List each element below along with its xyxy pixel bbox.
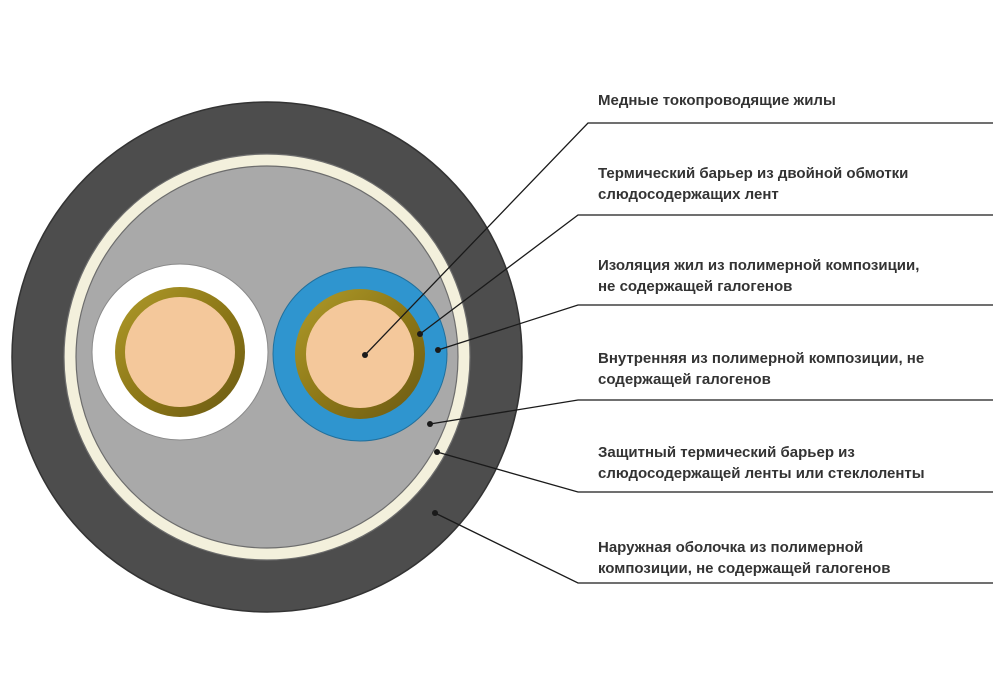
label-protective-barrier: Защитный термический барьер из слюдосоде… bbox=[598, 444, 925, 482]
dot-copper-cores bbox=[362, 352, 368, 358]
leader-protective-barrier bbox=[436, 451, 993, 493]
leader-core-insulation bbox=[437, 304, 993, 351]
leader-copper-cores bbox=[364, 122, 993, 356]
dot-protective-barrier bbox=[434, 449, 440, 455]
left-core-copper bbox=[125, 297, 235, 407]
leader-inner-sheath bbox=[429, 399, 993, 425]
label-copper-cores: Медные токопроводящие жилы bbox=[598, 92, 836, 109]
dot-mica-barrier bbox=[417, 331, 423, 337]
label-inner-sheath: Внутренняя из полимерной композиции, не … bbox=[598, 350, 925, 388]
right-core bbox=[272, 266, 448, 442]
label-mica-double-barrier: Термический барьер из двойной обмотки сл… bbox=[598, 165, 909, 203]
left-core bbox=[91, 263, 269, 441]
dot-outer-sheath bbox=[432, 510, 438, 516]
dot-inner-sheath bbox=[427, 421, 433, 427]
leader-outer-sheath bbox=[434, 512, 993, 584]
label-core-insulation: Изоляция жил из полимерной композиции, н… bbox=[598, 257, 920, 295]
leader-mica-barrier bbox=[419, 214, 993, 335]
right-core-copper bbox=[306, 300, 414, 408]
dot-core-insulation bbox=[435, 347, 441, 353]
label-outer-sheath: Наружная оболочка из полимерной композиц… bbox=[598, 539, 891, 577]
